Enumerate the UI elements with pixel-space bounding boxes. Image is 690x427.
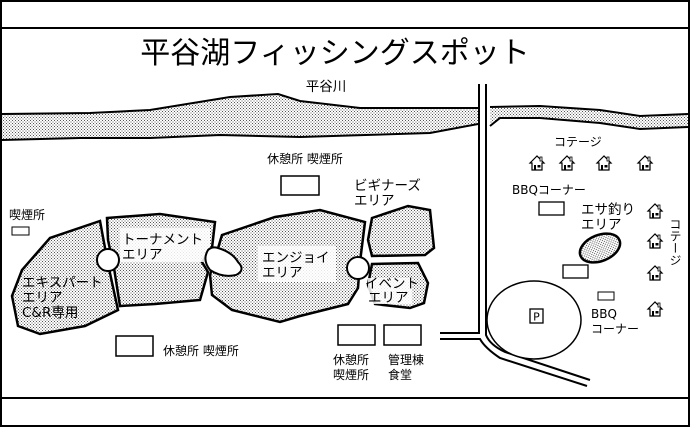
parking-label: P — [533, 311, 540, 324]
bait-area[interactable]: エサ釣り エリア — [576, 202, 635, 268]
smoking-left[interactable]: 喫煙所 — [9, 208, 45, 236]
rest-smoking-center[interactable]: 休憩所 喫煙所 — [333, 324, 376, 382]
expert-area-label-2: エリア — [22, 290, 63, 306]
tournament-area[interactable]: トーナメント エリア — [96, 212, 217, 308]
office-building — [383, 324, 422, 346]
bbq-bottom-label-1: BBQ — [591, 307, 617, 321]
rest-smoking-top-building — [280, 175, 320, 196]
bait-area-building — [562, 264, 589, 279]
cottage-right-label: コテージ — [668, 218, 682, 266]
beginners-area[interactable]: ビギナーズ エリア — [354, 178, 436, 258]
parking-lot[interactable]: P — [486, 280, 582, 360]
beginners-area-label-1: ビギナーズ — [354, 178, 421, 194]
rest-smoking-center-building — [337, 324, 376, 346]
parking-icon — [529, 308, 544, 324]
event-area-label-1: イベント — [365, 276, 419, 292]
event-area-label-2: エリア — [368, 290, 409, 306]
expert-area-label-3: C&R専用 — [22, 305, 78, 321]
bbq-bottom-building — [597, 291, 615, 301]
road — [440, 84, 591, 387]
rest-smoking-bottom-label: 休憩所 喫煙所 — [163, 343, 239, 358]
rest-smoking-top-label: 休憩所 喫煙所 — [267, 151, 343, 166]
office-dining[interactable]: 管理棟 食堂 — [383, 324, 424, 382]
cottage-top-label: コテージ — [554, 135, 602, 149]
river-label: 平谷川 — [306, 79, 347, 95]
tournament-area-label-2: エリア — [122, 247, 163, 263]
bait-area-label-1: エサ釣り — [581, 202, 635, 218]
office-label-2: 食堂 — [388, 367, 412, 382]
river — [1, 92, 689, 141]
expert-area[interactable]: エキスパート エリア C&R専用 — [10, 219, 120, 336]
tournament-area-label-1: トーナメント — [122, 232, 203, 248]
map-title: 平谷湖フィッシングスポット — [140, 36, 529, 71]
bait-area-label-2: エリア — [581, 217, 622, 233]
smoking-left-building — [11, 226, 30, 236]
rest-smoking-bottom-building — [115, 335, 154, 357]
smoking-left-label: 喫煙所 — [9, 208, 45, 222]
bbq-bottom-label-2: コーナー — [591, 322, 639, 336]
rest-smoking-bottom[interactable]: 休憩所 喫煙所 — [115, 335, 239, 358]
enjoy-area[interactable]: エンジョイ エリア — [204, 208, 367, 324]
rest-smoking-center-label-2: 喫煙所 — [333, 368, 369, 382]
enjoy-area-label-1: エンジョイ — [262, 250, 330, 266]
enjoy-area-label-2: エリア — [262, 265, 303, 281]
rest-smoking-center-label-1: 休憩所 — [333, 352, 369, 367]
event-area[interactable]: イベント エリア — [346, 256, 430, 310]
bbq-corner-bottom[interactable]: BBQ コーナー — [591, 291, 639, 336]
rest-smoking-top[interactable]: 休憩所 喫煙所 — [267, 151, 343, 196]
bbq-top-label: BBQコーナー — [512, 183, 586, 197]
bbq-top-building — [538, 201, 565, 216]
office-label-1: 管理棟 — [388, 352, 424, 367]
expert-area-label-1: エキスパート — [22, 275, 103, 291]
beginners-area-label-2: エリア — [354, 193, 395, 209]
bbq-corner-top[interactable]: BBQコーナー — [512, 183, 586, 216]
